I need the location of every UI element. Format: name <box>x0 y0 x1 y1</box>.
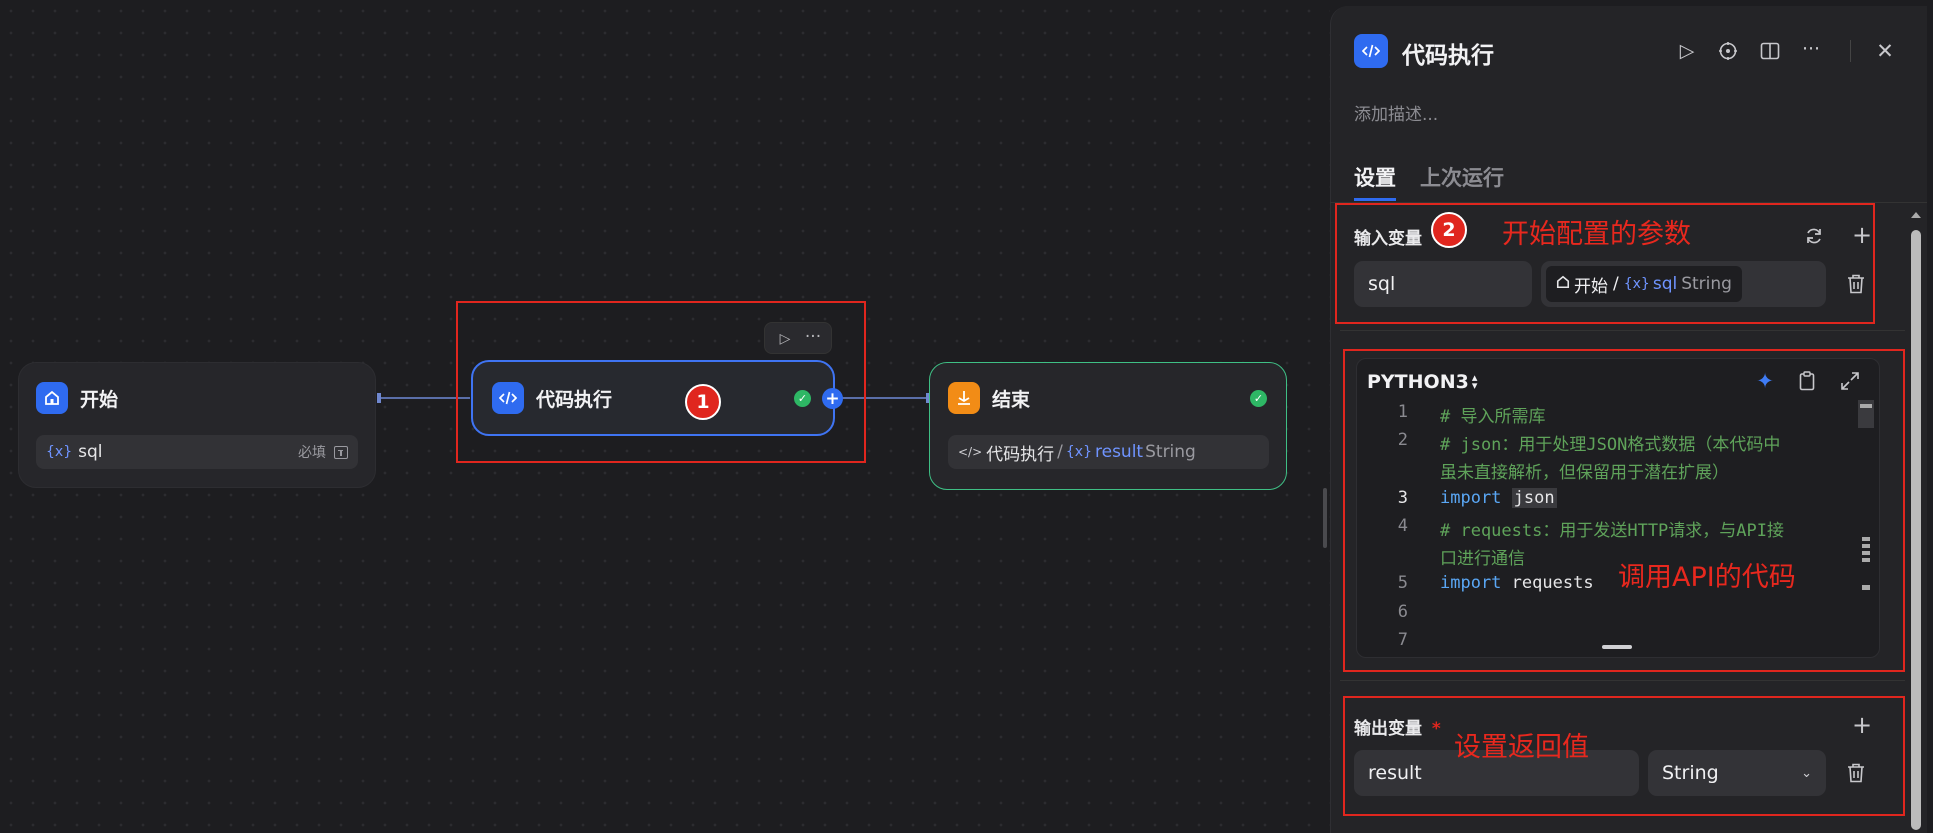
code-small-icon: </> <box>958 445 983 459</box>
required-label: 必填 <box>298 445 326 461</box>
connector-lines <box>377 393 930 403</box>
panel-scrollbar[interactable] <box>1909 210 1923 833</box>
input-ref-sep: / <box>1613 274 1619 294</box>
panel-resize-handle[interactable] <box>1323 488 1327 548</box>
add-output-var-button[interactable]: + <box>1851 711 1873 739</box>
code-language: PYTHON3 <box>1367 371 1469 393</box>
end-node-header: 结束 <box>948 382 1030 414</box>
input-ref-var: sql <box>1652 274 1678 294</box>
tabs-divider <box>1330 202 1927 203</box>
code-node[interactable] <box>471 360 835 436</box>
book-icon[interactable] <box>1756 37 1784 65</box>
output-var-name: result <box>1368 762 1422 784</box>
end-node-title: 结束 <box>992 388 1031 411</box>
annotation-output-note: 设置返回值 <box>1454 732 1589 763</box>
annotation-marker-1: 1 <box>685 384 721 420</box>
header-divider <box>1850 40 1851 62</box>
annotation-marker-2: 2 <box>1431 212 1467 248</box>
input-var-name: sql <box>1368 273 1396 295</box>
run-icon[interactable]: ▷ <box>779 331 791 347</box>
more-icon[interactable]: ··· <box>1801 38 1821 60</box>
scrollbar-thumb[interactable] <box>1911 230 1921 830</box>
start-var-field[interactable]: {x} sql 必填 <box>36 435 358 469</box>
code-lines: 1# 导入所需库 2# json：用于处理JSON格式数据（本代码中 虽未直接解… <box>1397 402 1784 646</box>
start-node-header: 开始 <box>36 382 118 414</box>
refresh-icon[interactable] <box>1800 222 1828 250</box>
annotation-input-note: 开始配置的参数 <box>1502 219 1691 250</box>
input-ref-type: String <box>1681 274 1732 294</box>
run-icon[interactable]: ▷ <box>1679 40 1695 62</box>
description-input[interactable]: 添加描述... <box>1354 105 1439 125</box>
end-node-success-icon: ✓ <box>1250 390 1267 407</box>
end-var-ref-field[interactable]: </> 代码执行 / {x} result String <box>948 435 1269 469</box>
code-icon <box>1354 34 1388 68</box>
code-node-toolbar: ▷ ··· <box>764 322 832 354</box>
scroll-up-icon[interactable] <box>1911 212 1921 218</box>
tab-last-run[interactable]: 上次运行 <box>1420 166 1504 190</box>
annotation-box-code <box>1343 349 1905 672</box>
clipboard-icon[interactable] <box>1793 367 1821 395</box>
start-node[interactable] <box>18 362 376 488</box>
close-icon[interactable]: ✕ <box>1876 39 1894 63</box>
chevron-down-icon: ⌄ <box>1801 765 1812 781</box>
delete-output-var-icon[interactable] <box>1842 759 1870 787</box>
section-divider <box>1340 330 1905 331</box>
code-language-select[interactable]: PYTHON3 ▴▾ <box>1367 371 1477 393</box>
start-var-name: sql <box>78 442 103 462</box>
annotation-box-input-vars <box>1335 203 1875 324</box>
expand-icon[interactable] <box>1836 367 1864 395</box>
code-node-success-icon: ✓ <box>794 390 811 407</box>
section-divider <box>1340 680 1905 681</box>
locate-icon[interactable] <box>1714 37 1742 65</box>
output-vars-title: 输出变量 * <box>1354 719 1441 739</box>
required-mark: * <box>1431 719 1441 739</box>
output-var-type-select[interactable]: String ⌄ <box>1648 750 1826 796</box>
annotation-code-note: 调用API的代码 <box>1618 562 1796 593</box>
code-icon <box>492 382 524 414</box>
input-var-ref-chip: 开始 / {x} sql String <box>1546 266 1742 302</box>
panel-title[interactable]: 代码执行 <box>1402 43 1494 69</box>
code-editor[interactable] <box>1356 358 1880 658</box>
updown-icon: ▴▾ <box>1471 371 1478 392</box>
input-vars-title: 输入变量 <box>1354 229 1422 249</box>
home-icon <box>36 382 68 414</box>
editor-resize-handle[interactable] <box>1602 645 1632 649</box>
end-ref-type: String <box>1145 442 1196 462</box>
end-ref-var: result <box>1095 442 1144 462</box>
delete-input-var-icon[interactable] <box>1842 270 1870 298</box>
annotation-box-output-vars <box>1343 696 1905 816</box>
variable-icon: {x} <box>46 444 73 460</box>
variable-icon: {x} <box>1623 276 1650 292</box>
code-node-header: 代码执行 <box>492 382 612 414</box>
output-var-name-field[interactable]: result <box>1354 750 1639 796</box>
add-input-var-button[interactable]: + <box>1851 221 1873 249</box>
end-ref-sep: / <box>1057 442 1063 462</box>
text-type-icon <box>334 445 348 459</box>
annotation-box-code-node <box>456 301 866 463</box>
more-icon[interactable]: ··· <box>804 327 822 347</box>
start-node-title: 开始 <box>80 388 119 411</box>
tab-active-underline <box>1354 198 1396 201</box>
input-var-ref-field[interactable]: 开始 / {x} sql String <box>1541 261 1826 307</box>
workflow-canvas[interactable]: 开始 {x} sql 必填 代码执行 ✓ + ▷ ··· 结束 ✓ </> 代码… <box>0 0 1330 833</box>
tab-settings[interactable]: 设置 <box>1354 166 1396 190</box>
end-flag-icon <box>948 382 980 414</box>
output-var-type: String <box>1662 762 1719 784</box>
code-minimap[interactable] <box>1858 400 1874 640</box>
add-node-button[interactable]: + <box>822 388 843 409</box>
input-ref-source: 开始 <box>1574 276 1608 297</box>
variable-icon: {x} <box>1065 444 1092 460</box>
home-icon <box>1556 274 1570 294</box>
ai-sparkle-icon[interactable]: ✦ <box>1756 369 1774 393</box>
code-node-title: 代码执行 <box>536 388 613 411</box>
input-var-name-field[interactable]: sql <box>1354 261 1532 307</box>
end-ref-source: 代码执行 <box>986 444 1055 465</box>
